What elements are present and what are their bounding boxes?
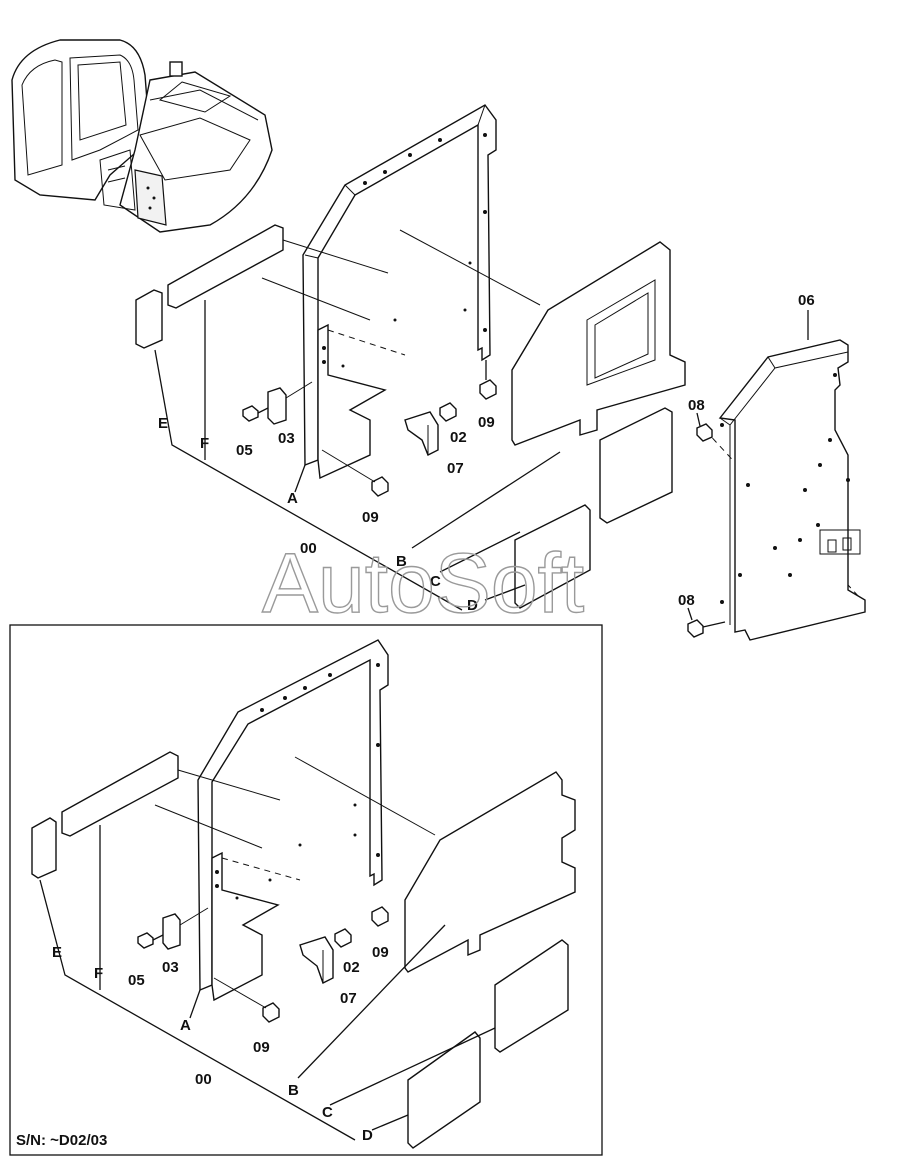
insulation-panel-b-lower (404, 771, 576, 973)
bolt-part-08-top (696, 423, 713, 442)
label-lower-07: 07 (340, 990, 357, 1007)
lower-labels: 03 05 02 07 09 09 00 A B C D E F S/N: ~D… (16, 944, 389, 1149)
insulation-pad-c (599, 407, 673, 524)
bolt-part-09-bottom (371, 476, 389, 497)
bolt-part-02 (439, 402, 457, 422)
label-upper-09-top: 09 (478, 414, 495, 431)
bolt-part-08-bottom (687, 619, 704, 638)
label-upper-E: E (158, 415, 168, 432)
bolt-part-05 (242, 405, 259, 422)
label-lower-03: 03 (162, 959, 179, 976)
label-upper-B: B (396, 553, 407, 570)
label-upper-07: 07 (447, 460, 464, 477)
label-upper-C: C (430, 573, 441, 590)
bolt-part-09-top-lower (371, 906, 389, 927)
bolt-part-09-bottom-lower (262, 1002, 280, 1023)
label-upper-05: 05 (236, 442, 253, 459)
label-lower-C: C (322, 1104, 333, 1121)
label-lower-B: B (288, 1082, 299, 1099)
clip-part-03-lower (162, 913, 181, 950)
side-panel-part-06 (718, 339, 866, 641)
bracket-part-07 (404, 411, 439, 456)
label-upper-02: 02 (450, 429, 467, 446)
label-upper-A: A (287, 490, 298, 507)
clip-part-03 (267, 387, 287, 425)
insulation-block-f-lower (61, 751, 179, 837)
upper-labels: 03 05 02 07 09 09 00 06 08 08 A B C D E … (158, 292, 815, 614)
label-lower-05: 05 (128, 972, 145, 989)
bolt-part-02-lower (334, 928, 352, 948)
label-lower-E: E (52, 944, 62, 961)
bracket-part-07-lower (299, 936, 334, 984)
insulation-panel-b (511, 241, 686, 446)
label-upper-06: 06 (798, 292, 815, 309)
lower-assembly (31, 639, 576, 1149)
label-lower-F: F (94, 965, 103, 982)
label-upper-D: D (467, 597, 478, 614)
label-upper-08-top: 08 (688, 397, 705, 414)
label-upper-03: 03 (278, 430, 295, 447)
label-upper-F: F (200, 435, 209, 452)
excavator-overview (11, 39, 273, 233)
label-lower-02: 02 (343, 959, 360, 976)
label-lower-09-top: 09 (372, 944, 389, 961)
label-lower-09-bottom: 09 (253, 1039, 270, 1056)
bolt-part-05-lower (137, 932, 154, 949)
label-upper-09-bottom: 09 (362, 509, 379, 526)
insulation-pad-d-lower (407, 1031, 481, 1149)
label-lower-00: 00 (195, 1071, 212, 1088)
watermark: AutoSoft (262, 536, 584, 630)
insulation-block-f (167, 224, 284, 309)
label-lower-A: A (180, 1017, 191, 1034)
serial-number-range: S/N: ~D02/03 (16, 1132, 107, 1149)
variant-box (9, 624, 603, 1156)
upper-assembly (135, 104, 866, 641)
bolt-part-09-top (479, 379, 497, 400)
insulation-pad-d (514, 504, 591, 609)
label-lower-D: D (362, 1127, 373, 1144)
insulation-block-e-lower (31, 817, 57, 879)
label-upper-08-bottom: 08 (678, 592, 695, 609)
label-upper-00: 00 (300, 540, 317, 557)
insulation-block-e (135, 289, 163, 349)
insulation-pad-c-lower (494, 939, 569, 1053)
